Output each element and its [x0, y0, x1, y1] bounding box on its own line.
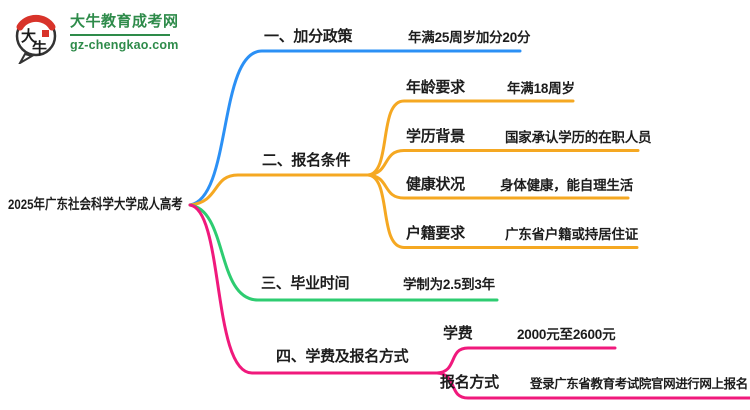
site-logo[interactable]: 大 牛 大牛教育成考网 gz-chengkao.com — [12, 10, 179, 64]
tuition-fee-value: 2000元至2600元 — [517, 327, 616, 342]
branch-lines-graduation — [188, 203, 499, 302]
requirement-age-value: 年满18周岁 — [507, 81, 575, 96]
branch-lines-tuition — [188, 203, 750, 400]
requirement-residence-value: 广东省户籍或持居住证 — [505, 227, 638, 242]
branch-graduation-label: 三、毕业时间 — [261, 275, 350, 292]
branch-bonus-policy-label: 一、加分政策 — [264, 28, 353, 45]
requirement-age-key: 年龄要求 — [406, 79, 465, 96]
logo-seal — [42, 30, 49, 37]
requirement-residence-key: 户籍要求 — [406, 225, 465, 242]
branch-graduation-value: 学制为2.5到3年 — [403, 277, 495, 292]
site-logo-text: 大牛教育成考网 gz-chengkao.com — [70, 10, 179, 52]
registration-method-value: 登录广东省教育考试院官网进行网上报名 — [530, 377, 748, 391]
registration-method-key: 报名方式 — [440, 374, 499, 391]
branch-requirements-label: 二、报名条件 — [262, 152, 351, 169]
requirement-education-value: 国家承认学历的在职人员 — [505, 130, 652, 145]
requirement-education-key: 学历背景 — [406, 128, 465, 145]
requirement-health-key: 健康状况 — [406, 176, 465, 193]
tuition-fee-key: 学费 — [443, 325, 473, 342]
branch-lines-bonus — [188, 49, 522, 207]
logo-char-1: 大 — [21, 27, 36, 45]
mindmap-root-node: 2025年广东社会科学大学成人高考 — [8, 196, 183, 212]
logo-divider — [70, 34, 170, 36]
branch-lines-requirements — [188, 99, 640, 249]
logo-char-2: 牛 — [32, 39, 47, 57]
requirement-health-value: 身体健康，能自理生活 — [500, 178, 633, 193]
daniu-logo-icon: 大 牛 — [15, 14, 57, 64]
branch-tuition-label: 四、学费及报名方式 — [276, 348, 409, 365]
logo-red-arc — [16, 14, 56, 31]
site-domain: gz-chengkao.com — [70, 38, 179, 52]
branch-bonus-policy-value: 年满25周岁加分20分 — [408, 30, 531, 45]
site-name: 大牛教育成考网 — [70, 13, 179, 30]
